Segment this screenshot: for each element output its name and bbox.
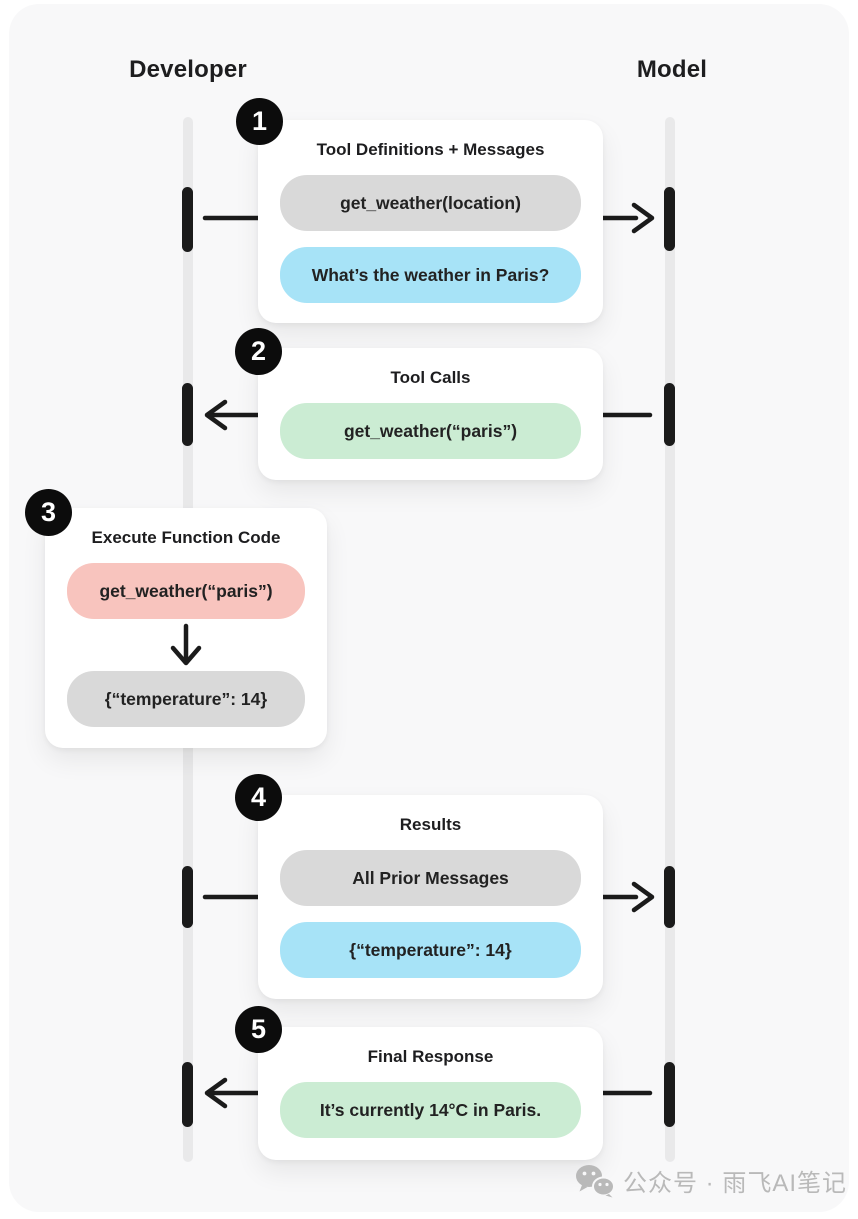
watermark-text: 公众号 · 雨飞AI笔记 <box>623 1170 848 1197</box>
pill-tool-result: {“temperature”: 14} <box>280 922 581 978</box>
pill-executed-call: get_weather(“paris”) <box>67 563 305 619</box>
card-title: Final Response <box>367 1047 494 1066</box>
watermark: 公众号 · 雨飞AI笔记 <box>575 1163 847 1198</box>
wechat-icon <box>575 1164 615 1198</box>
step-badge-3: 3 <box>25 489 72 536</box>
pill-final-answer: It’s currently 14°C in Paris. <box>280 1082 581 1138</box>
activation-bar-developer-step2 <box>182 383 193 446</box>
card-title: Results <box>399 815 462 834</box>
card-title: Tool Definitions + Messages <box>316 140 545 159</box>
pill-user-question: What’s the weather in Paris? <box>280 247 581 303</box>
step-card-results: Results All Prior Messages {“temperature… <box>258 795 603 999</box>
step-badge-2: 2 <box>235 328 282 375</box>
column-label-developer: Developer <box>129 56 247 83</box>
pill-all-prior-messages: All Prior Messages <box>280 850 581 906</box>
column-label-model: Model <box>636 56 708 83</box>
step-card-execute-function: Execute Function Code get_weather(“paris… <box>45 508 327 748</box>
card-title: Execute Function Code <box>91 528 281 547</box>
step-card-tool-definitions: Tool Definitions + Messages get_weather(… <box>258 120 603 323</box>
activation-bar-model-step2 <box>664 383 675 446</box>
activation-bar-developer-step4 <box>182 866 193 928</box>
card-title: Tool Calls <box>390 368 471 387</box>
activation-bar-developer-step5 <box>182 1062 193 1127</box>
step-card-tool-calls: Tool Calls get_weather(“paris”) <box>258 348 603 480</box>
activation-bar-developer-step1 <box>182 187 193 252</box>
step-card-final-response: Final Response It’s currently 14°C in Pa… <box>258 1027 603 1160</box>
activation-bar-model-step4 <box>664 866 675 928</box>
step-badge-4: 4 <box>235 774 282 821</box>
pill-tool-call: get_weather(“paris”) <box>280 403 581 459</box>
down-arrow-icon <box>166 623 206 667</box>
pill-function-result: {“temperature”: 14} <box>67 671 305 727</box>
activation-bar-model-step5 <box>664 1062 675 1127</box>
activation-bar-model-step1 <box>664 187 675 251</box>
pill-tool-definition: get_weather(location) <box>280 175 581 231</box>
step-badge-1: 1 <box>236 98 283 145</box>
lifeline-model <box>665 117 675 1162</box>
step-badge-5: 5 <box>235 1006 282 1053</box>
